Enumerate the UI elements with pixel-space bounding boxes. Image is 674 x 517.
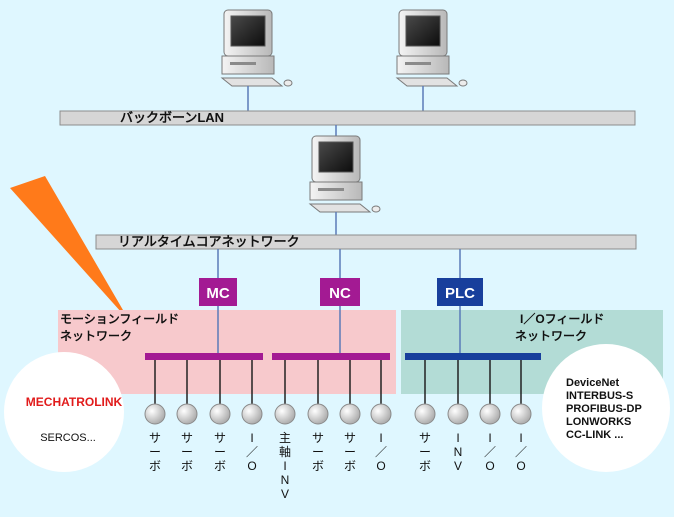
device-label-char: I	[250, 431, 253, 445]
plc-box	[437, 278, 483, 306]
device-label-char: ボ	[214, 459, 226, 473]
device-label-char: I	[379, 431, 382, 445]
device-label-char: I	[519, 431, 522, 445]
device-label-char: 主	[279, 431, 291, 445]
io-network-name: LONWORKS	[566, 416, 631, 428]
device-label-char: V	[281, 487, 289, 501]
device-node	[241, 403, 263, 425]
io-field-label-line1: I／Oフィールド	[520, 311, 604, 326]
device-label-char: O	[247, 459, 256, 473]
device-node	[209, 403, 231, 425]
device-label-char: ボ	[419, 459, 431, 473]
device-node	[176, 403, 198, 425]
plc-field-bus	[405, 353, 541, 360]
backbone-pc-left	[221, 9, 293, 87]
device-label-char: サ	[344, 431, 356, 445]
device-label-char: I	[283, 459, 286, 473]
io-network-circle	[542, 344, 670, 472]
device-label-char: ／	[246, 445, 258, 459]
io-network-name: PROFIBUS-DP	[566, 403, 642, 415]
io-network-name: DeviceNet	[566, 377, 620, 389]
backbone-lan-bar	[59, 110, 636, 126]
device-label-char: ー	[214, 445, 226, 459]
device-node	[307, 403, 329, 425]
device-node	[274, 403, 296, 425]
device-label-char: ー	[419, 445, 431, 459]
device-label-char: サ	[149, 431, 161, 445]
device-label-char: V	[454, 459, 462, 473]
device-label-char: N	[281, 473, 290, 487]
device-label-char: O	[376, 459, 385, 473]
sercos-label: SERCOS...	[40, 432, 96, 444]
motion-field-label-line2: ネットワーク	[60, 329, 132, 343]
realtime-core-bar	[95, 234, 637, 250]
device-label-char: ー	[344, 445, 356, 459]
device-label-char: ボ	[344, 459, 356, 473]
device-node	[479, 403, 501, 425]
io-network-name: INTERBUS-S	[566, 390, 633, 402]
device-label-char: O	[485, 459, 494, 473]
backbone-lan-label: バックボーンLAN	[120, 110, 224, 125]
device-label-char: O	[516, 459, 525, 473]
device-label-char: I	[488, 431, 491, 445]
nc-label: NC	[329, 285, 351, 302]
io-field-label-line2: ネットワーク	[515, 329, 587, 343]
device-label-char: サ	[312, 431, 324, 445]
device-node	[370, 403, 392, 425]
device-label-char: N	[454, 445, 463, 459]
mc-label: MC	[206, 285, 229, 302]
motion-field-label-line1: モーションフィールド	[60, 312, 179, 326]
backbone-pc-right	[396, 9, 468, 87]
device-node	[447, 403, 469, 425]
nc-field-bus	[272, 353, 390, 360]
device-label-char: ボ	[312, 459, 324, 473]
device-label-char: ー	[181, 445, 193, 459]
device-label-char: ／	[484, 445, 496, 459]
device-label-char: ボ	[181, 459, 193, 473]
device-label-char: ／	[375, 445, 387, 459]
callout-beam	[10, 176, 130, 322]
device-label-char: 軸	[279, 445, 291, 459]
device-label-char: サ	[181, 431, 193, 445]
realtime-core-label: リアルタイムコアネットワーク	[118, 234, 300, 249]
device-label-char: ボ	[149, 459, 161, 473]
device-node	[339, 403, 361, 425]
mc-box	[199, 278, 237, 306]
device-node	[144, 403, 166, 425]
device-node	[414, 403, 436, 425]
mc-field-bus	[145, 353, 263, 360]
io-network-name: CC-LINK ...	[566, 429, 623, 441]
device-node	[510, 403, 532, 425]
io-network-list: DeviceNetINTERBUS-SPROFIBUS-DPLONWORKSCC…	[566, 377, 642, 441]
device-label-char: サ	[419, 431, 431, 445]
device-label-char: ー	[312, 445, 324, 459]
plc-label: PLC	[445, 285, 475, 302]
core-pc	[309, 135, 381, 213]
nc-box	[320, 278, 360, 306]
device-label-char: ／	[515, 445, 527, 459]
device-label-char: サ	[214, 431, 226, 445]
motion-network-circle	[4, 352, 124, 472]
device-label-char: I	[456, 431, 459, 445]
device-label-char: ー	[149, 445, 161, 459]
mechatrolink-label: MECHATROLINK	[26, 395, 123, 409]
